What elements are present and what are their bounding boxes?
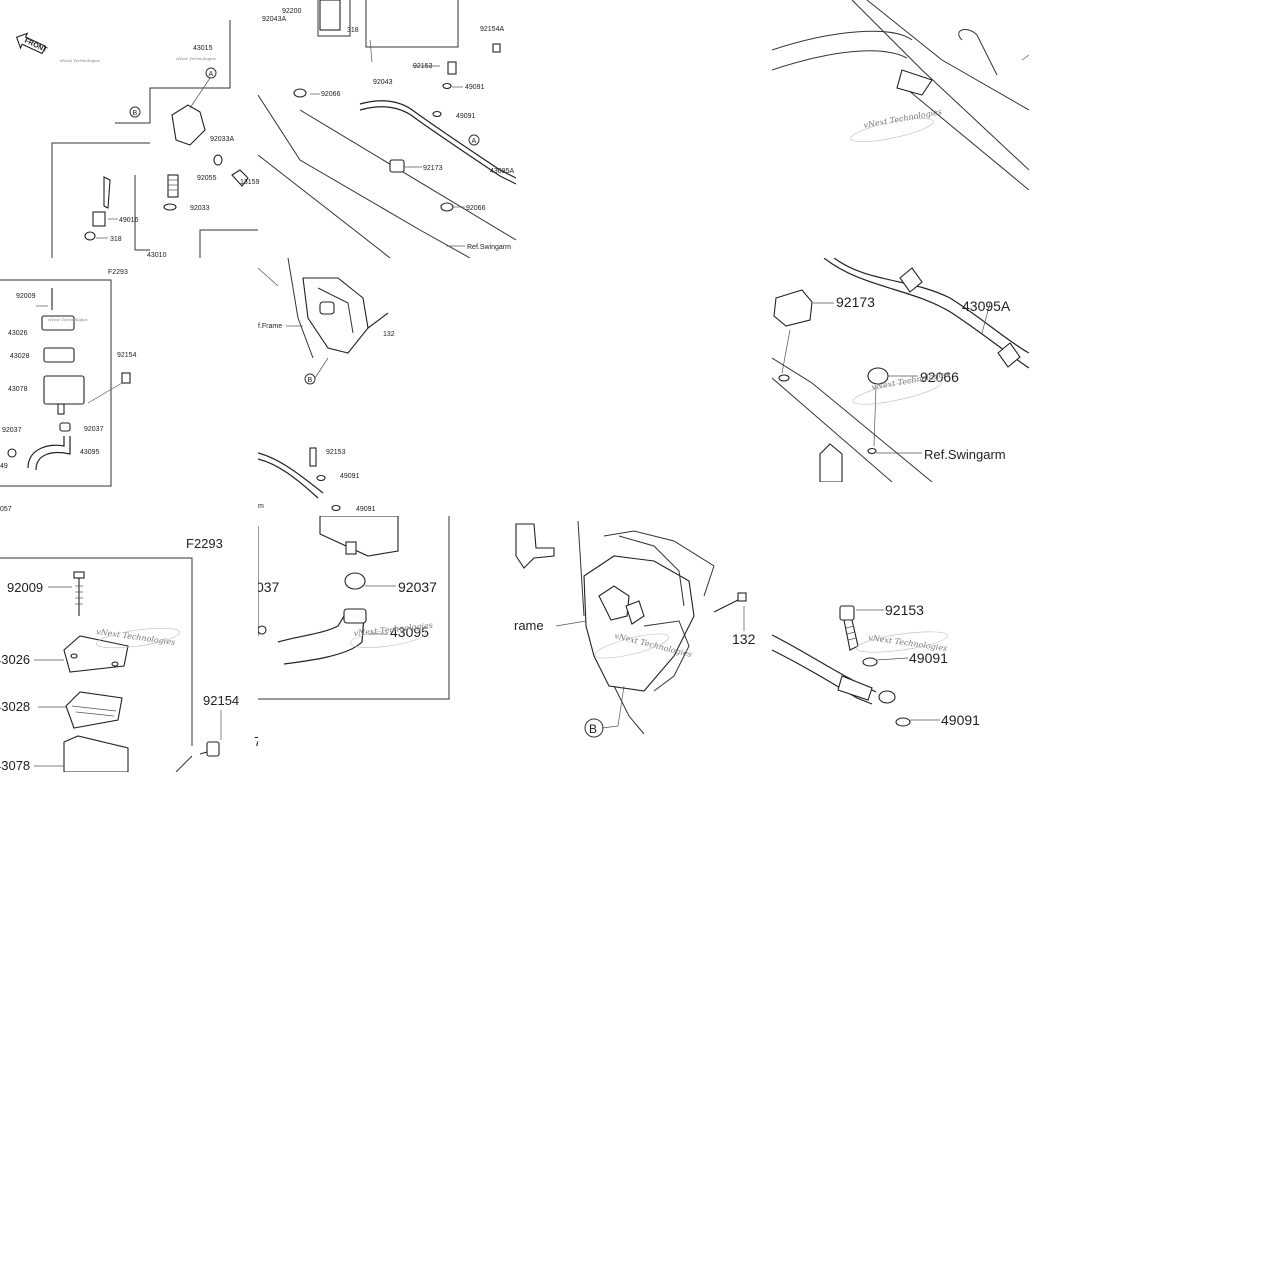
watermark: vNext Technologies: [863, 107, 943, 130]
part-label: rame: [514, 618, 544, 633]
part-label: 43028: [0, 699, 30, 714]
part-label: 92037: [398, 579, 437, 595]
banjo-zoom-tile: 92153 49091 49091 vNext Technologies: [772, 580, 1029, 750]
part-label: 92066: [466, 205, 486, 212]
part-label: Ref.Swingarm: [467, 244, 511, 251]
callout-a2: [468, 134, 480, 146]
part-label: 49: [0, 463, 8, 470]
part-label: 92173: [836, 294, 875, 310]
overview-diagram: FRONT A B A: [15, 0, 516, 258]
part-label: 43026: [8, 330, 28, 337]
part-label: 43078: [8, 386, 28, 393]
part-label: 92153: [326, 449, 346, 456]
part-label: 92055: [197, 175, 217, 182]
part-label: 92037: [2, 427, 22, 434]
part-label: 92066: [321, 91, 341, 98]
part-label: Ref.Swingarm: [924, 447, 1006, 462]
part-label: 132: [732, 631, 756, 647]
watermark: vNext Technologies: [48, 317, 88, 322]
part-label: 43095: [80, 449, 100, 456]
part-label: 49091: [456, 113, 476, 120]
part-label: 92154: [117, 352, 137, 359]
part-label: 132: [383, 331, 395, 338]
part-label: 92009: [16, 293, 36, 300]
part-label: 92154: [203, 693, 239, 708]
part-label: 43078: [0, 758, 30, 772]
part-label: 49091: [909, 650, 948, 666]
frame-zoom-tile: B rame 132 vNext Technologies: [514, 516, 772, 744]
figure-code: F2293: [186, 536, 223, 551]
part-label: 92033A: [210, 136, 234, 143]
callout-a: [205, 67, 217, 79]
callout-b-zoom: [584, 718, 604, 738]
figure-code: F2293: [108, 269, 128, 276]
callout-a-label: A: [209, 71, 214, 78]
part-label: 92153: [413, 63, 433, 70]
frame-small-tile: B f.Frame 132 92153 49091 49091 m: [258, 258, 516, 516]
callout-b-label: B: [308, 377, 313, 384]
swingarm-zoom-tile: 92173 43095A 92066 Ref.Swingarm vNext Te…: [772, 258, 1029, 482]
clamp-zoom-diagram: 037 92037 43095 vNext Technologies: [258, 516, 450, 700]
part-label: 037: [258, 579, 280, 595]
reservoir-small-diagram: F2293 92009 43026 43028 43078 92154 9203…: [0, 269, 137, 513]
callout-a2-label: A: [472, 138, 477, 145]
front-arrow-icon: [15, 32, 47, 55]
fender-diagram-tile: vNext Technologies: [772, 0, 1029, 190]
part-label: 43028: [10, 353, 30, 360]
part-label: 92200: [282, 8, 302, 15]
part-label: 49091: [340, 473, 360, 480]
frame-small-diagram: B f.Frame 132 92153 49091 49091 m: [258, 258, 395, 513]
part-label: 49091: [941, 712, 980, 728]
reservoir-zoom-tile: F2293 92009 43026 43028 43078 92154 7 vN…: [0, 516, 258, 772]
watermark: vNext Technologies: [176, 56, 216, 61]
part-label: 92173: [423, 165, 443, 172]
part-label: 43015: [193, 45, 213, 52]
part-label: 43095A: [490, 168, 514, 175]
part-label: 92154A: [480, 26, 504, 33]
overview-diagram-tile: FRONT A B A: [0, 0, 516, 258]
part-label: 92033: [190, 205, 210, 212]
part-label: 49091: [465, 84, 485, 91]
callout-b-label: B: [589, 722, 597, 736]
part-label: 92153: [885, 602, 924, 618]
part-label: 318: [347, 27, 359, 34]
part-label: 92066: [920, 369, 959, 385]
part-label: 92009: [7, 580, 43, 595]
part-label: 13159: [240, 179, 260, 186]
part-label: 49091: [356, 506, 376, 513]
callout-b-label: B: [133, 110, 138, 117]
clamp-zoom-tile: 037 92037 43095 vNext Technologies: [258, 516, 450, 702]
reservoir-small-tile: F2293 92009 43026 43028 43078 92154 9203…: [0, 258, 258, 516]
part-label: m: [258, 503, 264, 510]
part-label: f.Frame: [258, 323, 282, 330]
frame-zoom-diagram: B rame 132 vNext Technologies: [514, 520, 756, 738]
callout-b-small: [304, 373, 316, 385]
part-label: 92037: [84, 426, 104, 433]
banjo-zoom-diagram: 92153 49091 49091 vNext Technologies: [772, 602, 980, 728]
part-label: 49016: [119, 217, 139, 224]
callout-b: [129, 106, 141, 118]
swingarm-zoom-diagram: 92173 43095A 92066 Ref.Swingarm vNext Te…: [772, 258, 1029, 482]
part-label: 43026: [0, 652, 30, 667]
part-label: 7: [254, 734, 258, 749]
part-label: 057: [0, 506, 12, 513]
part-label: 43010: [147, 252, 167, 258]
part-label: 318: [110, 236, 122, 243]
watermark: vNext Technologies: [60, 58, 100, 63]
part-label: 92043A: [262, 16, 286, 23]
part-label: 43095A: [962, 298, 1011, 314]
fender-diagram: vNext Technologies: [772, 0, 1029, 190]
part-label: 43095: [390, 624, 429, 640]
part-label: 92043: [373, 79, 393, 86]
reservoir-zoom-diagram: F2293 92009 43026 43028 43078 92154 7 vN…: [0, 536, 258, 772]
